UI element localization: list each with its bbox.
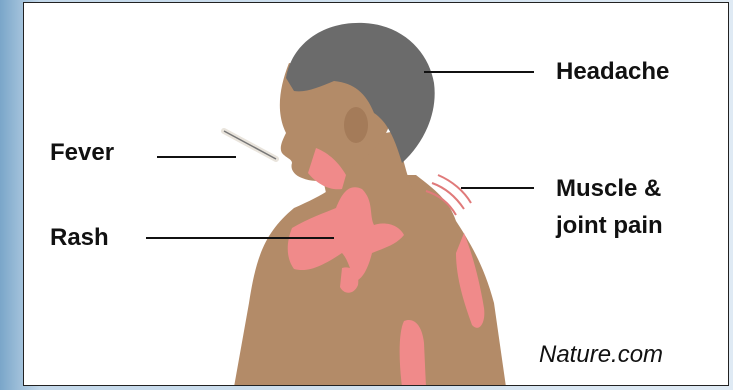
child-ear xyxy=(344,107,368,143)
source-credit: Nature.com xyxy=(539,341,663,369)
label-headache: Headache xyxy=(556,58,669,86)
thermometer-outline xyxy=(224,131,276,159)
label-joint-pain: joint pain xyxy=(556,212,663,240)
label-muscle: Muscle & xyxy=(556,175,661,203)
diagram-frame: Headache Fever Rash Muscle & joint pain … xyxy=(23,2,729,386)
label-rash: Rash xyxy=(50,224,109,252)
label-fever: Fever xyxy=(50,139,114,167)
